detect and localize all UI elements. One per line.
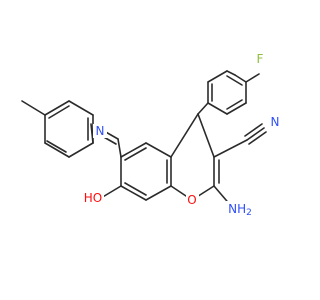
bond xyxy=(44,142,70,158)
bond xyxy=(213,139,248,158)
imine-nitrogen-label: N xyxy=(96,124,105,138)
bond xyxy=(145,142,172,158)
bonds xyxy=(21,70,267,208)
bond xyxy=(21,100,46,116)
bond xyxy=(207,102,228,115)
amine-subscript: 2 xyxy=(246,208,252,218)
amine-group: NH2 xyxy=(226,201,254,218)
bond xyxy=(226,102,247,115)
bond xyxy=(244,123,263,137)
bond xyxy=(46,140,67,153)
nitrile-nitrogen-atom: N xyxy=(268,115,282,129)
bond xyxy=(226,70,236,76)
bond xyxy=(44,100,70,116)
imine-nitrogen-atom: N xyxy=(93,124,107,138)
molecule-canvas: F N N NH2 HO O xyxy=(21,52,282,218)
amine-label: NH2 xyxy=(228,202,252,218)
bond xyxy=(197,113,215,158)
bond xyxy=(124,147,147,161)
bond xyxy=(226,99,243,110)
ring-oxygen-atom: O xyxy=(186,193,199,207)
nitrile-nitrogen-label: N xyxy=(271,115,280,129)
bond xyxy=(117,138,122,158)
bond xyxy=(226,75,243,86)
ring-oxygen-label: O xyxy=(187,193,196,207)
bond xyxy=(145,185,172,201)
bond xyxy=(68,100,94,116)
atom-labels: F N N NH2 HO O xyxy=(82,52,282,218)
bond xyxy=(248,131,267,145)
bond xyxy=(124,182,147,196)
fluorine-label: F xyxy=(257,52,264,66)
bond xyxy=(120,142,147,158)
hydroxyl-label: HO xyxy=(84,191,102,205)
bond xyxy=(245,73,260,83)
hydroxyl-group: HO xyxy=(82,190,104,206)
bond xyxy=(234,74,247,83)
fluorine-atom: F xyxy=(254,52,266,66)
bond xyxy=(48,105,70,119)
bond xyxy=(197,102,209,115)
molecule-structure: F N N NH2 HO O xyxy=(21,52,282,218)
bond xyxy=(170,113,199,158)
bond xyxy=(207,70,228,83)
bond xyxy=(68,142,94,158)
bond xyxy=(120,185,147,201)
bond xyxy=(100,185,122,199)
amine-nh: NH xyxy=(228,202,246,216)
bond xyxy=(246,127,265,141)
